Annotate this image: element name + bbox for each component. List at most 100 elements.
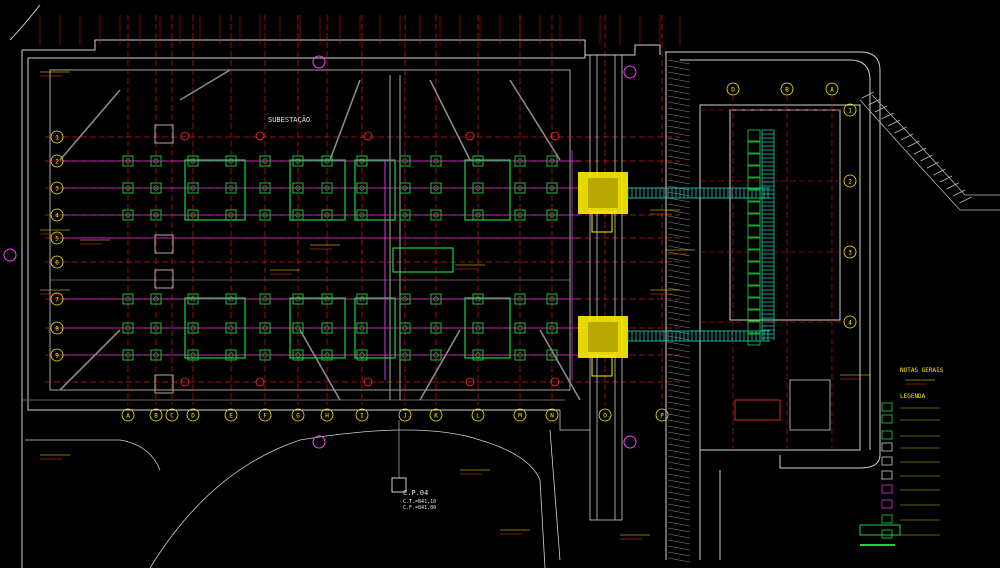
control-panel xyxy=(747,201,761,214)
hatch-line xyxy=(667,401,691,407)
switchgear-frame xyxy=(354,159,396,221)
legend-title: NOTAS GERAIS xyxy=(900,367,944,374)
equipment-anchor xyxy=(359,296,365,302)
equipment-anchor xyxy=(359,212,365,218)
equipment-pad xyxy=(225,155,237,167)
column-bubble xyxy=(149,408,163,422)
equipment-pad xyxy=(430,182,442,194)
equipment-anchor xyxy=(228,212,234,218)
equipment-anchor xyxy=(125,352,131,358)
vertical-tray xyxy=(761,129,775,340)
equipment-anchor xyxy=(324,352,330,358)
equipment-pad xyxy=(399,182,411,194)
hatch-line xyxy=(667,449,691,455)
column-bubble-label: H xyxy=(325,413,329,420)
equipment-anchor xyxy=(153,325,159,331)
column-bubble xyxy=(598,408,612,422)
equipment-anchor xyxy=(262,325,268,331)
legend-symbol xyxy=(881,456,893,466)
equipment-pad xyxy=(472,182,484,194)
hatch-line xyxy=(667,155,691,161)
row-bubble-label: 3 xyxy=(55,186,59,193)
hatch-line xyxy=(667,365,691,371)
equipment-pad xyxy=(122,322,134,334)
stair-tread xyxy=(952,189,966,197)
row-bubble-label: 5 xyxy=(55,236,59,243)
row-bubble-label: 2 xyxy=(55,159,59,166)
equipment-anchor xyxy=(402,325,408,331)
light-fixture xyxy=(180,377,190,387)
column-bubble-label: E xyxy=(229,413,233,420)
row-bubble xyxy=(50,292,64,306)
hatch-line xyxy=(667,239,691,245)
equipment-anchor xyxy=(295,158,301,164)
hatch-line xyxy=(667,407,691,413)
hatch-line xyxy=(667,503,691,509)
light-fixture xyxy=(255,377,265,387)
control-panel xyxy=(747,165,761,178)
hatch-line xyxy=(667,323,691,329)
stair-tread xyxy=(926,161,940,169)
equipment-anchor xyxy=(475,325,481,331)
hatch-line xyxy=(667,533,691,539)
equipment-pad xyxy=(187,182,199,194)
equipment-pad xyxy=(430,293,442,305)
column-bubble xyxy=(320,408,334,422)
equipment-pad xyxy=(292,349,304,361)
equipment-pad xyxy=(225,182,237,194)
equipment-pad xyxy=(259,349,271,361)
control-panel xyxy=(747,189,761,202)
equipment-pad xyxy=(430,322,442,334)
column-bubble xyxy=(258,408,272,422)
equipment-anchor xyxy=(228,158,234,164)
switchgear-frame xyxy=(184,159,246,221)
equipment-anchor xyxy=(475,212,481,218)
legend-symbol xyxy=(881,442,893,452)
equipment-anchor xyxy=(324,296,330,302)
hatch-line xyxy=(667,419,691,425)
legend-panel: NOTAS GERAIS LEGENDA xyxy=(859,367,944,546)
equipment-anchor xyxy=(190,352,196,358)
row-bubble xyxy=(50,130,64,144)
equipment-anchor xyxy=(153,185,159,191)
control-panel xyxy=(747,177,761,190)
control-panel xyxy=(747,309,761,322)
equipment-anchor xyxy=(153,352,159,358)
column-bubble-label: A xyxy=(126,413,130,420)
stair-tread xyxy=(874,105,888,113)
row-bubble-label: 6 xyxy=(55,260,59,267)
hatch-line xyxy=(667,233,691,239)
equipment-pad xyxy=(430,349,442,361)
control-panel xyxy=(747,141,761,154)
stair-tread xyxy=(887,119,901,127)
equipment-anchor xyxy=(190,185,196,191)
equipment-anchor xyxy=(549,212,555,218)
equipment-anchor xyxy=(517,325,523,331)
equipment-anchor xyxy=(359,352,365,358)
hatch-line xyxy=(667,137,691,143)
row-bubble xyxy=(50,348,64,362)
column-bubble xyxy=(545,408,559,422)
left-wall-hatch xyxy=(667,59,691,563)
equipment-anchor xyxy=(433,212,439,218)
hatch-line xyxy=(667,317,691,323)
cp-elevation-floor: C.F.=841,80 xyxy=(403,505,436,511)
hatch-line xyxy=(667,395,691,401)
column-bubble xyxy=(398,408,412,422)
hatch-line xyxy=(667,101,691,107)
equipment-pad xyxy=(187,349,199,361)
equipment-pad xyxy=(122,182,134,194)
control-panel xyxy=(747,237,761,250)
legend-symbol xyxy=(881,529,893,539)
stair-edge xyxy=(859,99,1000,211)
equipment-pad xyxy=(259,209,271,221)
switchgear-frame xyxy=(464,297,511,359)
equipment-pad xyxy=(187,155,199,167)
hatch-line xyxy=(667,143,691,149)
control-panel xyxy=(747,129,761,142)
structural-diagonals xyxy=(59,69,581,401)
column-bubble-label: N xyxy=(550,413,554,420)
equipment-anchor xyxy=(402,296,408,302)
equipment-pad xyxy=(187,293,199,305)
